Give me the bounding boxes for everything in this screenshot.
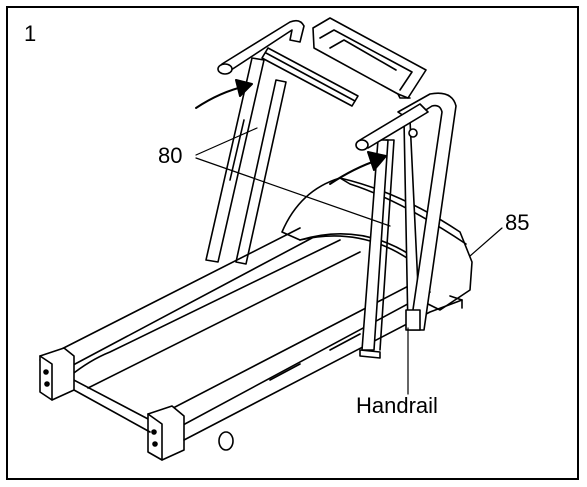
step-number: 1 (24, 21, 37, 46)
console (312, 17, 427, 99)
callout-part-85: 85 (505, 210, 530, 235)
callout-part-80: 80 (158, 143, 183, 168)
rear-uprights (205, 47, 359, 265)
left-handrail (217, 19, 305, 75)
figure-frame (6, 6, 579, 480)
front-uprights (355, 92, 457, 359)
insertion-arrows (195, 79, 387, 185)
leader-lines (195, 127, 503, 395)
callout-handrail: Handrail (356, 393, 438, 418)
